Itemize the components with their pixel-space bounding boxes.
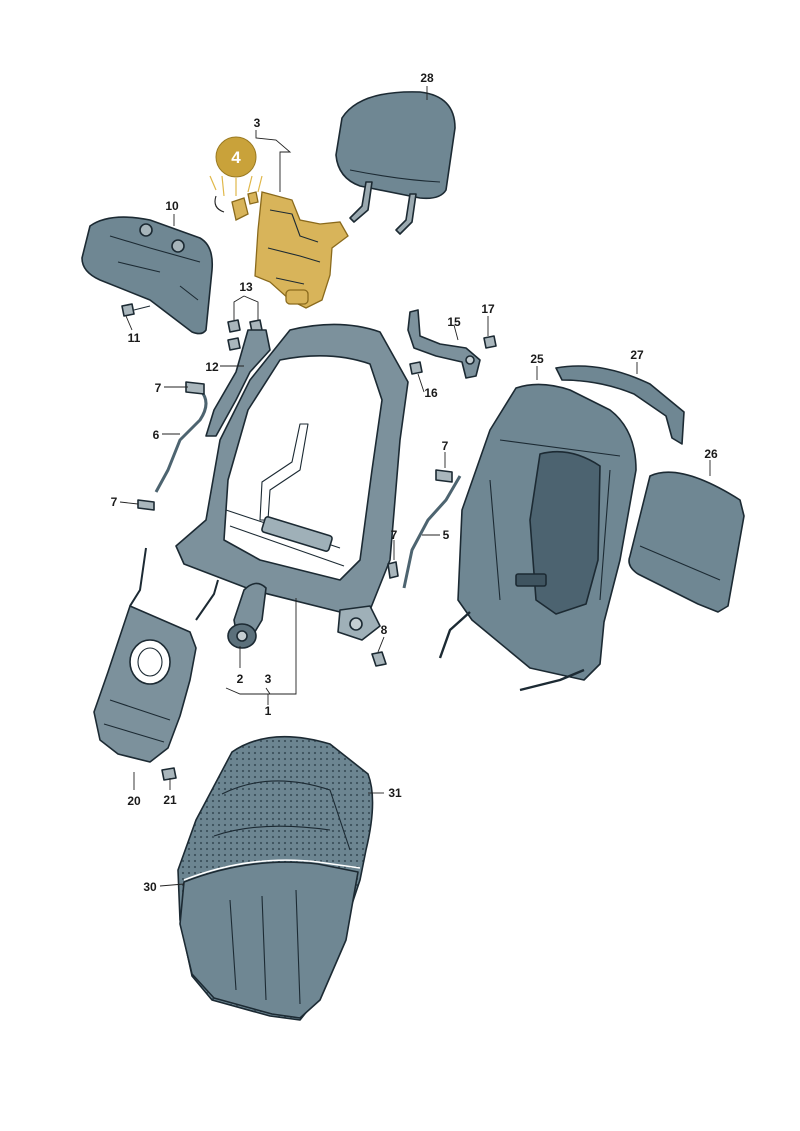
callout-12: 12 <box>205 360 219 374</box>
headrest-part <box>335 91 456 235</box>
callout-3-top: 3 <box>254 116 261 130</box>
callout-1: 1 <box>265 704 272 718</box>
callout-5: 5 <box>443 528 450 542</box>
backrest-cover-part <box>177 735 374 1021</box>
screw-17 <box>483 335 497 349</box>
callout-labels: 28 3 10 13 11 12 7 6 7 15 17 16 25 27 26… <box>111 71 718 894</box>
leader-lines <box>119 86 711 887</box>
seat-mat-20 <box>93 547 219 763</box>
screw-16 <box>409 361 423 375</box>
callout-6: 6 <box>153 428 160 442</box>
callout-20: 20 <box>127 794 141 808</box>
callout-3-bottom: 3 <box>265 672 272 686</box>
screw-21 <box>161 767 177 781</box>
callout-17: 17 <box>481 302 495 316</box>
callout-2: 2 <box>237 672 244 686</box>
callout-27: 27 <box>630 348 644 362</box>
highlight-badge: 4 <box>215 136 257 178</box>
callout-8: 8 <box>381 623 388 637</box>
side-panel-part <box>81 216 214 335</box>
callout-28: 28 <box>420 71 434 85</box>
callout-21: 21 <box>163 793 177 807</box>
callout-7-d: 7 <box>391 528 398 542</box>
rear-panel-part <box>438 383 637 692</box>
screw-8 <box>371 651 387 667</box>
callout-10: 10 <box>165 199 179 213</box>
highlighted-part-4 <box>214 191 349 309</box>
bracket-15 <box>407 309 481 379</box>
bracket-12 <box>205 329 271 437</box>
screws-13 <box>227 319 263 351</box>
motor-2 <box>227 582 267 649</box>
backrest-frame-part <box>175 323 409 641</box>
screw-11 <box>121 303 151 317</box>
callout-16: 16 <box>424 386 438 400</box>
callout-11: 11 <box>128 331 141 345</box>
callout-25: 25 <box>530 352 544 366</box>
trim-strip-27 <box>555 365 685 445</box>
cable-6 <box>137 381 208 511</box>
callout-30: 30 <box>143 880 157 894</box>
callout-7-a: 7 <box>155 381 162 395</box>
callout-15: 15 <box>447 315 461 329</box>
callout-31: 31 <box>388 786 402 800</box>
cable-5 <box>387 469 462 589</box>
callout-26: 26 <box>704 447 718 461</box>
badge-number: 4 <box>231 148 241 167</box>
callout-7-b: 7 <box>111 495 118 509</box>
callout-13: 13 <box>239 280 253 294</box>
pocket-panel-26 <box>628 471 745 613</box>
callout-7-c: 7 <box>442 439 449 453</box>
